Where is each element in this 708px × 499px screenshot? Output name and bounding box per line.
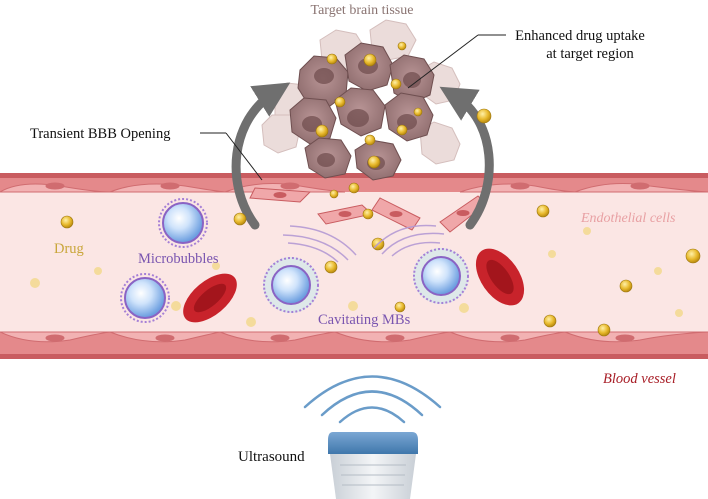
left-arrow [231,82,291,230]
ultrasound-transducer-icon [303,375,442,499]
microbubble-group [120,198,469,323]
drug-particle-icon [326,53,338,65]
microbubble-icon [158,198,208,248]
drug-label: Drug [54,241,84,257]
cavitation-waves [282,224,445,263]
red-blood-cell-icon [183,248,525,323]
enhanced-uptake-label-line1: Enhanced drug uptake [515,28,645,44]
microbubbles-label: Microbubbles [138,251,219,267]
transport-arrows [231,82,494,230]
enhanced-uptake-label-line2: at target region [546,46,634,62]
blood-vessel [0,173,708,359]
cavitating-microbubble-icon [413,248,469,304]
target-tissue-label: Target brain tissue [311,3,414,18]
endothelial-cells-label: Endothelial cells [580,211,676,226]
tumor-cell-cluster-icon [261,19,461,181]
bbb-opening-label: Transient BBB Opening [30,126,170,142]
endothelial-cells-bottom [0,331,708,343]
drug-particles [30,41,701,337]
leader-lines [200,34,506,181]
microbubble-icon [120,273,170,323]
blood-vessel-label: Blood vessel [603,371,676,387]
right-arrow [439,86,494,230]
cavitating-microbubble-icon [263,257,319,313]
cavitating-mbs-label: Cavitating MBs [318,312,411,328]
ultrasound-label: Ultrasound [238,449,305,465]
